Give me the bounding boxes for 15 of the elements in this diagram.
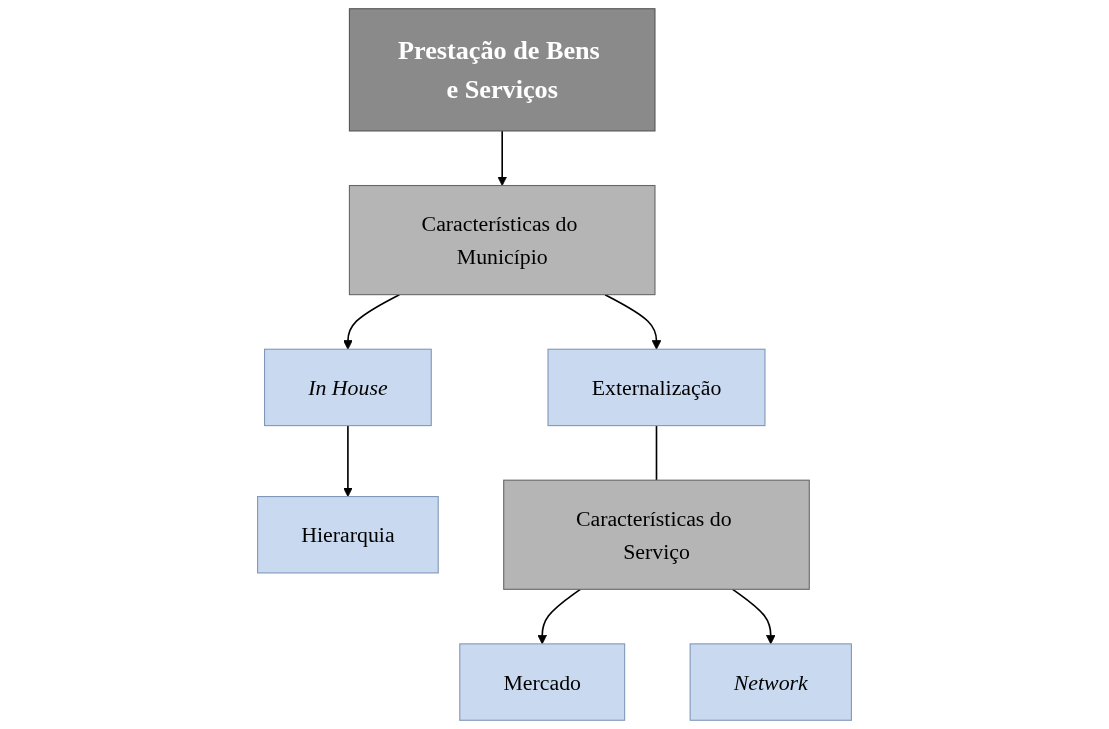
- node-box: Características do Serviço: [503, 479, 810, 590]
- node-box: Mercado: [459, 643, 626, 721]
- arrow: [497, 130, 507, 186]
- arrow: [537, 588, 582, 645]
- node-box: Externalização: [547, 348, 766, 427]
- arrow: [343, 293, 401, 350]
- node-box: Características do Município: [348, 184, 656, 296]
- node-box: Prestação de Bens e Serviços: [348, 8, 656, 132]
- node-box: In House: [264, 348, 432, 427]
- arrow: [343, 424, 353, 497]
- arrow: [731, 588, 776, 645]
- arrow: [604, 293, 662, 350]
- node-box: Hierarquia: [257, 496, 439, 574]
- connector: [655, 424, 658, 481]
- node-box: Network: [689, 643, 852, 721]
